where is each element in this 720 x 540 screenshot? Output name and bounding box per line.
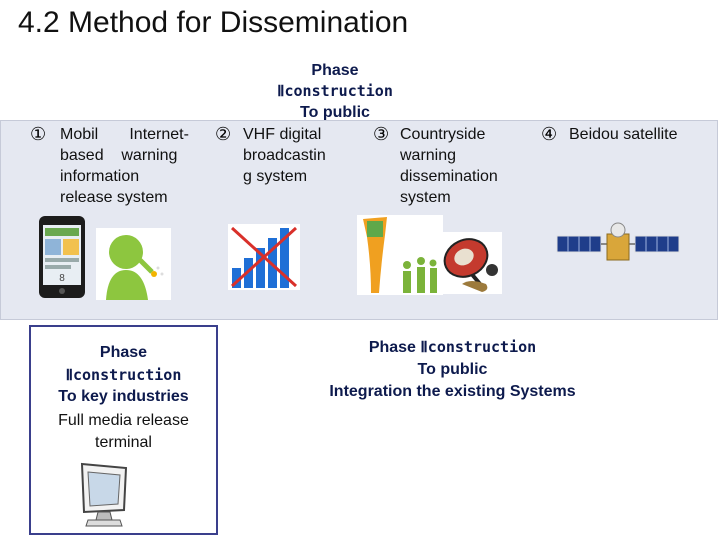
item-2-line-1: VHF digital — [243, 126, 322, 143]
item-number-2: ② — [215, 124, 232, 144]
svg-text:8: 8 — [59, 273, 65, 284]
item-2-line-2: broadcastin — [243, 147, 326, 164]
item-3-line-1: Countryside — [400, 126, 486, 143]
computer-monitor-icon — [80, 462, 128, 527]
item-number-4: ④ — [541, 124, 558, 144]
item-2-line-3: g system — [243, 168, 308, 185]
smartphone-icon: 8 — [39, 216, 85, 298]
crossed-signal-bars-icon — [228, 224, 300, 290]
item-number-1: ① — [30, 124, 47, 144]
item-1-line-4: release system — [60, 189, 168, 206]
key-phase-line3: To key industries — [58, 388, 189, 405]
key-industries-label: Phase Ⅱconstruction To key industries Fu… — [29, 342, 218, 454]
item-number-3: ③ — [373, 124, 390, 144]
item-vhf-broadcast: VHF digital broadcastin g system — [243, 124, 363, 187]
item-1-line-3: information — [60, 168, 140, 185]
page-title: 4.2 Method for Dissemination — [18, 6, 409, 39]
item-3-line-2: warning — [400, 147, 457, 164]
phase-top-line3: To public — [300, 104, 370, 121]
public-integration-label: Phase Ⅱconstruction To public Integratio… — [300, 336, 605, 403]
public-phase-line1: Phase Ⅱconstruction — [368, 338, 537, 356]
phase-top-line2: Ⅱconstruction — [277, 82, 393, 100]
person-silhouette-icon — [96, 228, 171, 300]
item-mobile-internet: Mobil Internet- based warning informatio… — [60, 124, 210, 208]
item-3-line-4: system — [400, 189, 451, 206]
item-beidou-satellite: Beidou satellite — [569, 124, 709, 145]
item-countryside-warning: Countryside warning dissemination system — [400, 124, 530, 208]
key-phase-line2: Ⅱconstruction — [65, 366, 182, 384]
info-kiosk-icon — [357, 215, 443, 295]
key-phase-line4: Full media release — [58, 412, 189, 429]
key-phase-line1: Phase — [99, 344, 148, 361]
public-phase-line3: Integration the existing Systems — [329, 383, 576, 400]
public-phase-line2: To public — [417, 361, 488, 378]
item-4-line-1: Beidou satellite — [569, 126, 678, 143]
item-1-line-1: Mobil Internet- — [60, 126, 189, 143]
satellite-icon — [556, 222, 680, 261]
loudspeaker-icon — [440, 232, 502, 294]
phase-top-line1: Phase — [311, 62, 359, 79]
item-1-line-2: based warning — [60, 147, 178, 164]
key-phase-line5: terminal — [95, 434, 152, 451]
phase-top-label: Phase Ⅱconstruction To public — [260, 60, 410, 123]
item-3-line-3: dissemination — [400, 168, 498, 185]
